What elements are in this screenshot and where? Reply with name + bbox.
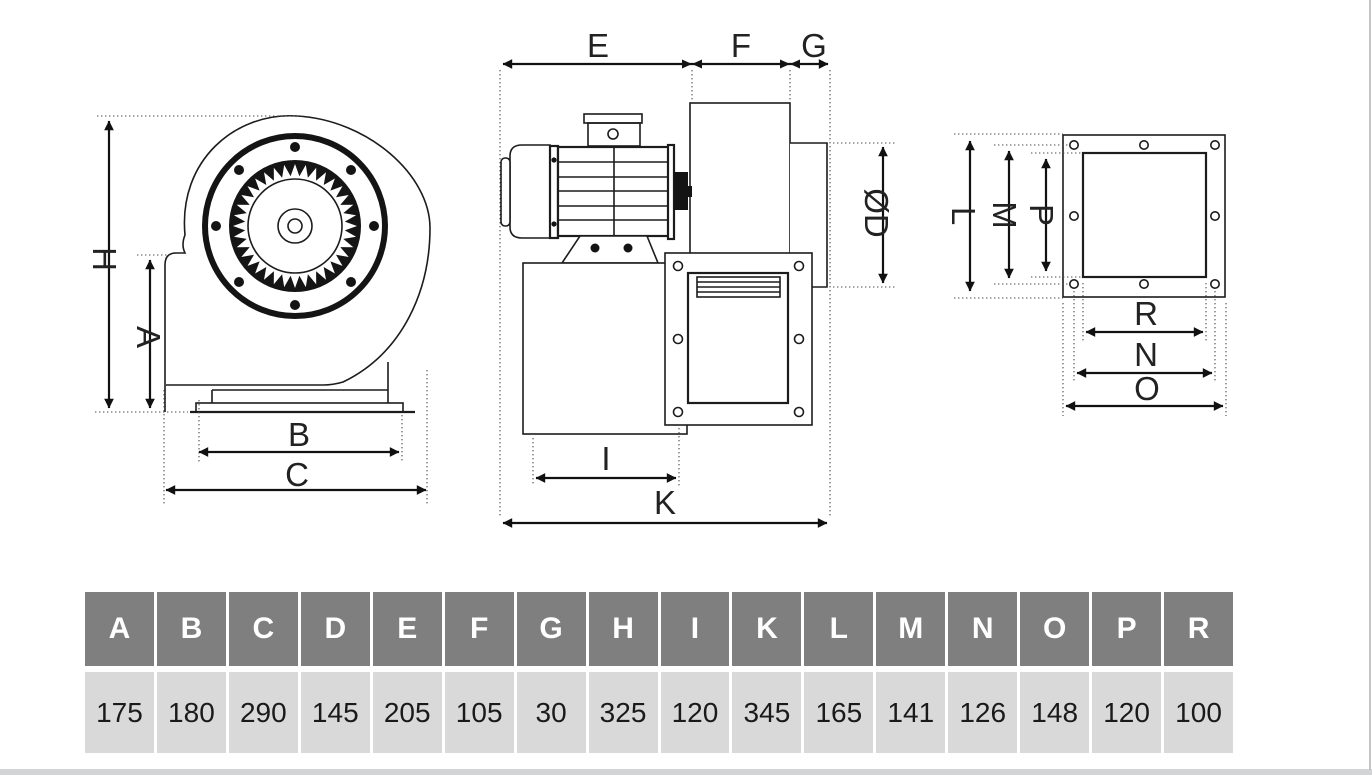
table-header-cell: K: [732, 592, 802, 666]
table-header-cell: H: [588, 592, 658, 666]
dim-label-F: F: [731, 27, 751, 64]
motor-shaft-hub: [674, 172, 688, 210]
table-header-cell: F: [444, 592, 514, 666]
outlet-opening: [686, 271, 790, 405]
table-value-cell: 30: [516, 672, 586, 753]
table-value-cell: 180: [156, 672, 226, 753]
dim-label-H: H: [86, 247, 123, 271]
dim-label-P: P: [1023, 204, 1060, 226]
table-value-cell: 120: [660, 672, 730, 753]
table-header-cell: A: [85, 592, 154, 666]
flange-bolt-holes: [1069, 140, 1221, 289]
motor: [500, 113, 692, 264]
table-value-cell: 148: [1020, 672, 1090, 753]
dim-label-D: ØD: [858, 188, 895, 238]
table-header-cell: D: [300, 592, 370, 666]
motor-fins: [558, 147, 673, 236]
table-header-cell: L: [804, 592, 874, 666]
dim-label-E: E: [587, 27, 609, 64]
table-header-cell: G: [516, 592, 586, 666]
dim-label-I: I: [601, 440, 610, 477]
dim-label-A: A: [130, 326, 167, 348]
dim-tick-E-F: [682, 59, 702, 69]
dimensions-table: A B C D E F G H I K L M N O P R 175 180 …: [85, 592, 1233, 753]
front-view: E F G: [499, 27, 896, 528]
terminal-box-hole: [607, 128, 619, 140]
table-value-cell: 325: [588, 672, 658, 753]
table-header-cell: E: [372, 592, 442, 666]
table-value-cell: 105: [444, 672, 514, 753]
table-header-cell: M: [876, 592, 946, 666]
table-header-cell: O: [1020, 592, 1090, 666]
flange-opening-square: [1081, 151, 1208, 279]
table-value-cell: 141: [876, 672, 946, 753]
table-value-cell: 290: [228, 672, 298, 753]
table-value-cell: 205: [372, 672, 442, 753]
table-value-cell: 120: [1092, 672, 1162, 753]
shaft-center: [287, 218, 303, 234]
dim-tick-F-G: [780, 59, 800, 69]
horizontal-scrollbar[interactable]: [0, 769, 1372, 775]
motor-shaft: [688, 186, 692, 197]
dim-label-M: M: [986, 201, 1023, 229]
table-header-cell: N: [948, 592, 1018, 666]
table-header-cell: P: [1092, 592, 1162, 666]
dim-label-R: R: [1134, 295, 1158, 332]
dim-label-B: B: [288, 416, 310, 453]
table-value-cell: 175: [85, 672, 154, 753]
table-header-cell: B: [156, 592, 226, 666]
impeller-inner-circle: [247, 178, 343, 274]
motor-bracket: [560, 235, 660, 264]
technical-drawing: H A B C E F G: [86, 27, 1227, 528]
dim-label-K: K: [654, 484, 676, 521]
table-value-cell: 165: [804, 672, 874, 753]
outlet-louver-slats: [697, 281, 780, 293]
table-header-cell: R: [1164, 592, 1233, 666]
fan-housing: [689, 102, 791, 256]
table-value-cell: 145: [300, 672, 370, 753]
table-value-cell: 126: [948, 672, 1018, 753]
terminal-box: [587, 122, 641, 147]
hub-circle: [277, 208, 313, 244]
dim-label-C: C: [285, 456, 309, 493]
fan-foot-plate: [195, 402, 404, 413]
motor-rear-tab: [500, 157, 511, 227]
window-border: [1369, 0, 1371, 770]
side-view: H A B C: [86, 115, 431, 505]
terminal-box-cap: [583, 113, 643, 124]
dim-label-O: O: [1134, 370, 1160, 407]
motor-rear-housing: [509, 144, 551, 239]
table-header-cell: C: [228, 592, 298, 666]
pedestal: [522, 262, 688, 435]
table-header-cell: I: [660, 592, 730, 666]
fan-base: [211, 362, 389, 403]
dim-label-L: L: [945, 207, 982, 225]
dim-label-N: N: [1134, 336, 1158, 373]
outlet-flange-holes: [672, 260, 805, 418]
motor-end-shield-right: [666, 143, 676, 241]
table-value-cell: 100: [1164, 672, 1233, 753]
table-value-cell: 345: [732, 672, 802, 753]
flange-bolts: [211, 142, 379, 310]
flange-view: L M P R N O: [945, 133, 1227, 416]
dim-label-G: G: [801, 27, 827, 64]
